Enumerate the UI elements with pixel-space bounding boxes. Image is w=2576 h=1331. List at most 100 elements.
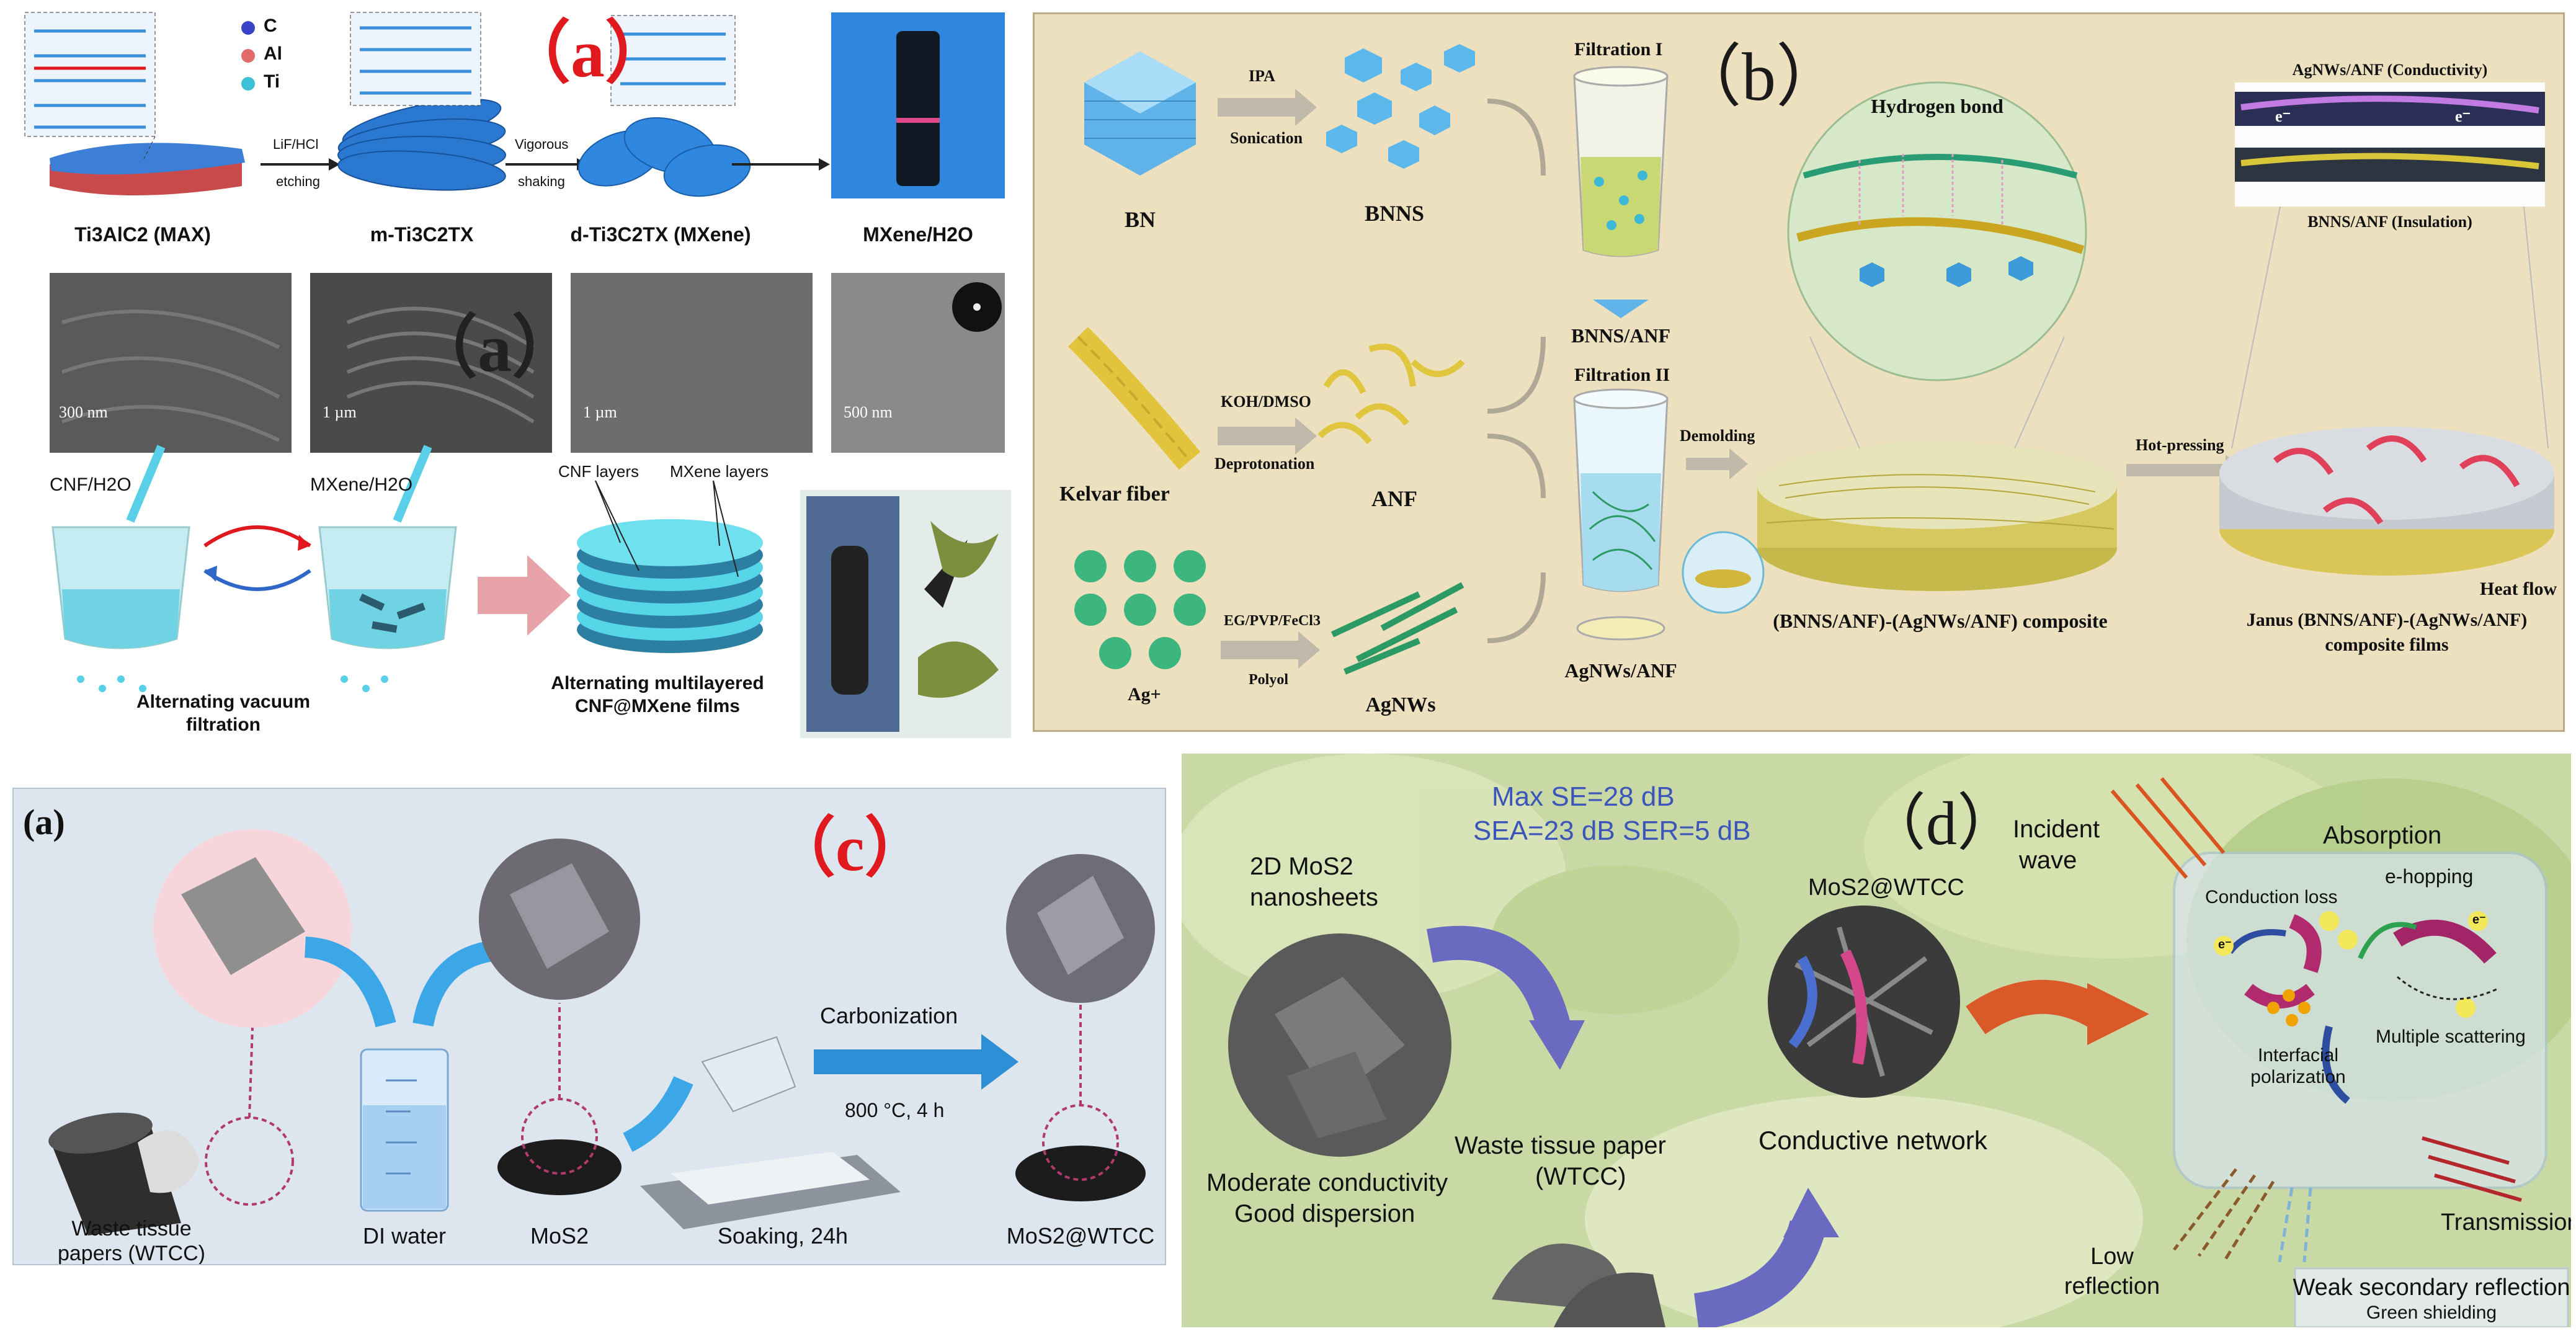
arrow-tissue-to-beaker: [304, 937, 396, 1028]
arrow-up-to-network: [1693, 1219, 1827, 1327]
label-max: Ti3AlC2 (MAX): [74, 223, 211, 246]
hot-pressing-label: Hot-pressing: [2136, 436, 2224, 454]
cnf-h2o-label: CNF/H2O: [50, 474, 131, 495]
max-phase-slab: [50, 143, 245, 195]
polyol-label: Polyol: [1249, 672, 1288, 688]
panel-a-graphics: [24, 12, 1011, 738]
di-water-label: DI water: [362, 1223, 447, 1249]
weak-reflection-box: [2294, 1267, 2569, 1327]
absorption-label: Absorption: [2323, 822, 2442, 849]
scale-bar-4: 500 nm: [844, 403, 893, 421]
bnns-anf-label: BNNS/ANF: [1571, 324, 1671, 347]
alt-multi-line2: CNF@MXene films: [575, 696, 740, 716]
product-powder: [1015, 1146, 1146, 1201]
sem-accordion: [310, 273, 552, 453]
max-se-label: Max SE=28 dB: [1492, 781, 1675, 812]
se-breakdown-label: SEA=23 dB SER=5 dB: [1473, 816, 1751, 846]
temperature-label: 800 °C, 4 h: [845, 1099, 945, 1121]
kevlar-label: Kelvar fiber: [1059, 483, 1170, 505]
soaking-tray: [640, 1036, 901, 1229]
arrow-to-soaking: [623, 1076, 693, 1152]
legend-al-dot: [241, 49, 255, 63]
interfacial-line2: polarization: [2250, 1067, 2346, 1087]
label-mxene-h2o: MXene/H2O: [863, 223, 973, 246]
di-water-beaker: [360, 1048, 449, 1212]
legend-c-label: C: [264, 16, 277, 36]
carbonization-arrow: [814, 1034, 1018, 1090]
tissue-fiber-image: [1492, 1244, 1665, 1327]
panel-b-tag: （b）: [1674, 39, 1844, 115]
demolding-label: Demolding: [1680, 427, 1755, 445]
moderate-conductivity: Moderate conductivity: [1206, 1169, 1448, 1196]
etching-reagent: LiF/HCl: [273, 136, 319, 152]
bnns-anf-insulation: BNNS/ANF (Insulation): [2307, 213, 2472, 231]
nanosheets-line1: 2D MoS2: [1250, 853, 1353, 880]
incident-line2: wave: [2019, 847, 2077, 874]
green-shielding-label: Green shielding: [2366, 1302, 2497, 1323]
mxene-h2o-label: MXene/H2O: [310, 474, 413, 495]
alt-vacuum-line2: filtration: [186, 714, 261, 735]
panel-c: (a) （c） Waste tissue papers (WTCC) DI wa…: [12, 788, 1166, 1265]
shaking-top: Vigorous: [515, 136, 569, 152]
filtration-2-label: Filtration II: [1574, 365, 1670, 385]
max-crystal-lines: [34, 29, 146, 129]
alt-vacuum-line1: Alternating vacuum: [136, 692, 311, 712]
legend-ti-dot: [241, 77, 255, 91]
mos2-wtcc-label: MoS2@WTCC: [1808, 875, 1964, 901]
panel-c-sub-tag: (a): [23, 802, 65, 842]
ipa-label: IPA: [1249, 67, 1275, 85]
electron-1: e⁻: [2275, 107, 2291, 125]
arrow-koh: [1218, 417, 1317, 455]
accordion-mxene: [337, 99, 506, 191]
janus-label-line1: Janus (BNNS/ANF)-(AgNWs/ANF): [2246, 610, 2528, 630]
composite-disc: [1757, 442, 2117, 591]
scale-bar-2: 1 µm: [323, 403, 357, 421]
legend-al-label: Al: [264, 43, 282, 64]
ag-ions: [1074, 550, 1206, 669]
filtration-1-label: Filtration I: [1574, 39, 1663, 60]
anf-label: ANF: [1371, 486, 1417, 511]
panel-d-graphics: [1182, 754, 2571, 1327]
multilayer-stack: [577, 519, 763, 653]
legend-c-dot: [241, 21, 255, 35]
electron-2: e⁻: [2455, 107, 2471, 125]
conduction-loss-label: Conduction loss: [2205, 887, 2338, 907]
multiple-scattering-label: Multiple scattering: [2376, 1026, 2526, 1047]
filter-funnel-1: [1573, 66, 1669, 257]
label-m-ti3c2tx: m-Ti3C2TX: [370, 223, 474, 246]
cycle-arrow-blue: [203, 569, 311, 591]
interfacial-line1: Interfacial: [2257, 1045, 2339, 1066]
incident-wave-arrows: [2110, 777, 2226, 879]
panel-a-tag: （a）: [502, 16, 673, 91]
bnns-label: BNNS: [1364, 201, 1425, 226]
cnf-layers-label: CNF layers: [558, 462, 640, 481]
hot-pressing-arrow: [2126, 455, 2244, 486]
mos2-label: MoS2: [530, 1223, 589, 1249]
filter-funnel-2: [1573, 388, 1669, 641]
eg-pvp-label: EG/PVP/FeCl3: [1224, 613, 1321, 629]
hydrogen-bond-label: Hydrogen bond: [1871, 95, 2003, 117]
agnws-anf-label: AgNWs/ANF: [1564, 659, 1677, 682]
beaker-mxene: [318, 445, 457, 649]
beaker-cnf: [51, 445, 190, 649]
alt-multi-line1: Alternating multilayered: [551, 673, 764, 693]
legend-ti-label: Ti: [264, 71, 280, 92]
arrow-to-tissue: [1426, 925, 1571, 1031]
electron-badge-1: e⁻: [2218, 938, 2232, 951]
kevlar-fiber: [1068, 327, 1201, 470]
e-hopping-label: e-hopping: [2385, 865, 2474, 888]
nanosheets-line2: nanosheets: [1250, 884, 1378, 911]
etching-label: etching: [276, 174, 320, 189]
absorption-mechanism: [2214, 911, 2497, 1104]
panel-b-graphics: [1068, 44, 2554, 675]
bnns-flakes: [1326, 44, 1475, 169]
agnws-anf-conductivity: AgNWs/ANF (Conductivity): [2292, 61, 2488, 79]
panel-a: （a） （a） C Al Ti LiF/HCl etching Vigorous…: [0, 0, 1017, 744]
janus-film: [2219, 427, 2554, 576]
demolding-arrow: [1686, 448, 1748, 479]
waste-bin: [48, 1112, 200, 1235]
scale-bar-3: 1 µm: [583, 403, 617, 421]
heat-flow-label: Heat flow: [2480, 579, 2557, 599]
anf-fibers: [1317, 344, 1465, 445]
panel-b: （b） BN IPA Sonication BNNS Filtration I …: [1033, 12, 2565, 732]
